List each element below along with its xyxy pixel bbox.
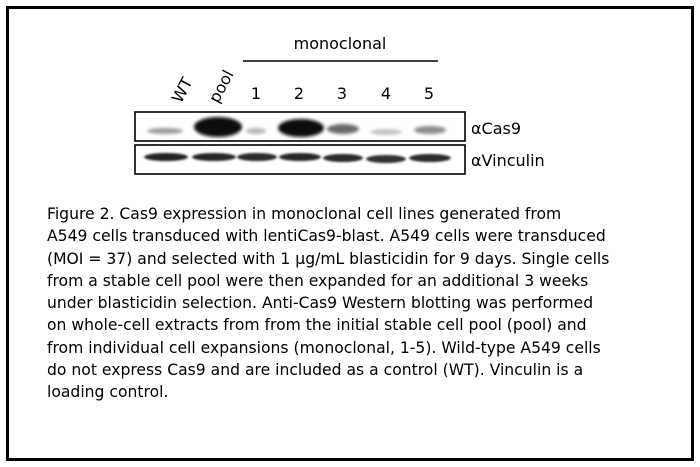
caption-line: A549 cells transduced with lentiCas9-bla… [47,227,606,246]
lane-label-2: 2 [294,84,304,103]
vinculin-blot-label: αVinculin [471,151,545,170]
western-blot-figure: monoclonal WT pool 1 2 3 4 5 αCas9 [134,34,545,175]
cas9-band-2 [278,119,324,137]
vinculin-band-wt [144,153,188,161]
lane-label-4: 4 [381,84,391,103]
lane-label-wt: WT [168,74,197,106]
vinculin-band-3 [323,154,363,162]
caption-line: on whole-cell extracts from from the ini… [47,316,587,335]
cas9-band-wt [147,128,183,134]
monoclonal-group-label: monoclonal [294,34,387,53]
lane-label-5: 5 [424,84,434,103]
vinculin-band-1 [237,153,277,161]
lane-label-3: 3 [337,84,347,103]
lane-label-pool: pool [205,67,238,106]
vinculin-blot [134,144,466,175]
cas9-blot-label: αCas9 [471,119,521,138]
vinculin-band-pool [192,153,236,161]
caption-line: Figure 2. Cas9 expression in monoclonal … [47,205,562,223]
vinculin-band-2 [279,153,321,161]
caption-line: from individual cell expansions (monoclo… [47,338,601,357]
figure-frame [6,6,694,461]
caption-line: loading control. [47,383,169,402]
vinculin-band-5 [409,154,451,162]
cas9-band-4 [370,129,402,135]
vinculin-band-4 [366,155,406,163]
caption-line: do not express Cas9 and are included as … [47,361,584,380]
cas9-band-3 [327,124,359,134]
cas9-band-1 [246,128,266,134]
caption-line: (MOI = 37) and selected with 1 µg/mL bla… [47,249,610,268]
caption-line: under blasticidin selection. Anti-Cas9 W… [47,294,594,313]
cas9-band-5 [414,126,446,134]
lane-label-1: 1 [251,84,261,103]
cas9-band-pool [194,117,242,137]
caption-line: from a stable cell pool were then expand… [47,271,589,290]
figure-caption: Figure 2. Cas9 expression in monoclonal … [47,203,672,404]
cas9-blot [134,111,466,142]
